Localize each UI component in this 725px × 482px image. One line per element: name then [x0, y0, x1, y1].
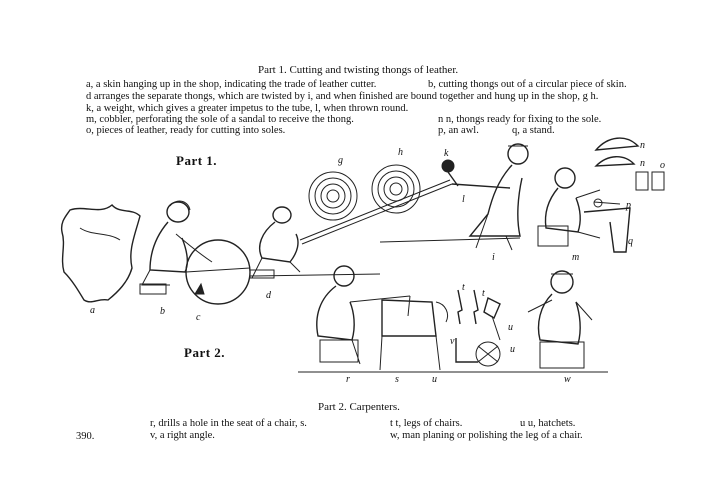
part2-label: Part 2.	[184, 345, 226, 360]
caption-v: v, a right angle.	[150, 430, 215, 441]
caption-n: n n, thongs ready for fixing to the sole…	[438, 114, 602, 125]
page-number: 390.	[76, 431, 95, 442]
figure-letter-o: o	[660, 160, 665, 171]
figure-letter-t-1: t	[462, 282, 465, 293]
figure-letter-d: d	[266, 290, 271, 301]
part1-label: Part 1.	[176, 153, 218, 168]
caption-a: a, a skin hanging up in the shop, indica…	[86, 79, 377, 90]
figure-letter-u-2: u	[510, 344, 515, 355]
figure-letter-g: g	[338, 155, 343, 166]
part2-title: Part 2. Carpenters.	[318, 401, 400, 413]
caption-u: u u, hatchets.	[520, 418, 576, 429]
caption-b: b, cutting thongs out of a circular piec…	[428, 79, 627, 90]
caption-o: o, pieces of leather, ready for cutting …	[86, 125, 286, 136]
figure-letter-l: l	[462, 194, 465, 205]
figure-letter-n-2: n	[640, 158, 645, 169]
figure-letter-n-1: n	[640, 140, 645, 151]
figure-letter-s: s	[395, 374, 399, 385]
caption-p: p, an awl.	[438, 125, 479, 136]
figure-letter-b: b	[160, 306, 165, 317]
figure-letter-u-3: u	[432, 374, 437, 385]
part1-title: Part 1. Cutting and twisting thongs of l…	[258, 64, 459, 76]
figure-letter-i: i	[492, 252, 495, 263]
figure-letter-k: k	[444, 148, 449, 159]
figure-letter-t-2: t	[482, 288, 485, 299]
figure-letter-p: p	[626, 200, 631, 211]
caption-m: m, cobbler, perforating the sole of a sa…	[86, 114, 354, 125]
figure-letter-c: c	[196, 312, 201, 323]
figure-letter-u-1: u	[508, 322, 513, 333]
figure-letter-q: q	[628, 236, 633, 247]
figure-letter-a: a	[90, 305, 95, 316]
caption-t: t t, legs of chairs.	[390, 418, 463, 429]
caption-k: k, a weight, which gives a greater impet…	[86, 103, 409, 114]
figure-letter-r: r	[346, 374, 350, 385]
caption-q: q, a stand.	[512, 125, 555, 136]
caption-w: w, man planing or polishing the leg of a…	[390, 430, 583, 441]
figure-letter-w: w	[564, 374, 571, 385]
caption-r: r, drills a hole in the seat of a chair,…	[150, 418, 307, 429]
figure-letter-m: m	[572, 252, 580, 263]
figure-letter-h: h	[398, 147, 403, 158]
figure-letter-v: v	[450, 336, 455, 347]
caption-d: d arranges the separate thongs, which ar…	[86, 91, 599, 102]
